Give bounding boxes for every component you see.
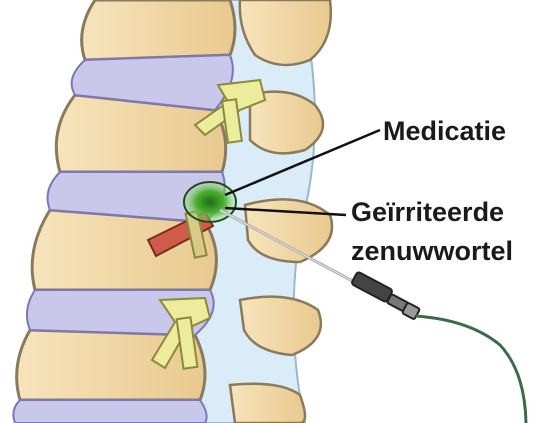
label-irritated-nerve-line2: zenuwwortel bbox=[351, 234, 513, 268]
syringe-icon bbox=[351, 271, 420, 319]
label-irritated-nerve-line1: Geïrriteerde bbox=[351, 195, 504, 229]
label-medication: Medicatie bbox=[383, 114, 506, 148]
tube bbox=[416, 316, 526, 423]
